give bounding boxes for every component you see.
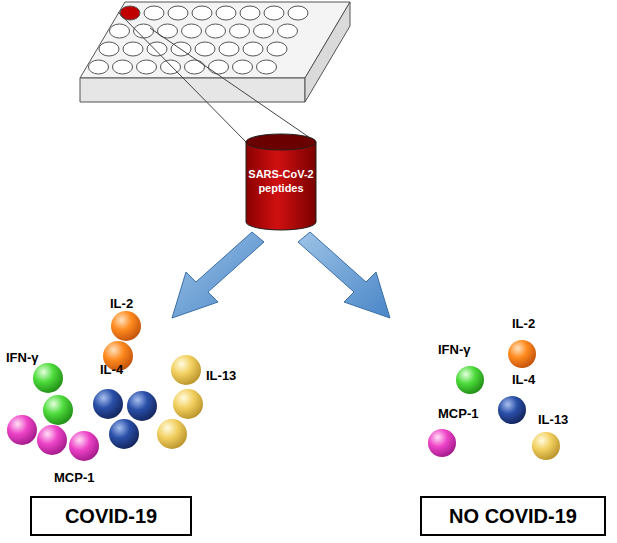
- well: [123, 42, 143, 56]
- cytokine-label: IL-13: [538, 412, 568, 427]
- zoom-line: [118, 12, 246, 142]
- cytokine-spheres: [7, 311, 203, 461]
- well: [216, 6, 236, 20]
- well: [113, 60, 133, 74]
- cytokine-label: MCP-1: [54, 470, 94, 485]
- well: [288, 6, 308, 20]
- cytokine-label: IL-2: [512, 316, 535, 331]
- node-text: NO COVID-19: [449, 505, 577, 528]
- well: [233, 60, 253, 74]
- well: [240, 6, 260, 20]
- cytokine-label: MCP-1: [438, 406, 478, 421]
- peptide-cup: [246, 134, 316, 230]
- node-text: COVID-19: [65, 505, 157, 528]
- well: [230, 24, 250, 38]
- well: [137, 60, 157, 74]
- well: [209, 60, 229, 74]
- well: [206, 24, 226, 38]
- well: [110, 24, 130, 38]
- zoom-line: [150, 28, 316, 142]
- well: [267, 42, 287, 56]
- well: [89, 60, 109, 74]
- well: [144, 6, 164, 20]
- cytokine-label: IFN-γ: [438, 342, 471, 357]
- outcome-box: NO COVID-19: [420, 496, 606, 536]
- well: [278, 24, 298, 38]
- block-arrow: [298, 232, 390, 318]
- well: [182, 24, 202, 38]
- peptide-cup-label: SARS-CoV-2 peptides: [248, 152, 314, 212]
- cytokine-label: IL-4: [512, 372, 535, 387]
- well: [185, 60, 205, 74]
- well: [195, 42, 215, 56]
- well: [158, 24, 178, 38]
- cytokine-label: IFN-γ: [6, 350, 39, 365]
- outcome-box: COVID-19: [30, 496, 192, 536]
- well: [254, 24, 274, 38]
- cytokine-label: IL-4: [100, 362, 123, 377]
- cytokine-label: IL-13: [206, 368, 236, 383]
- cytokine-spheres: [428, 340, 560, 460]
- well: [243, 42, 263, 56]
- well: [120, 6, 140, 20]
- well: [219, 42, 239, 56]
- block-arrow: [172, 232, 264, 318]
- cytokine-label: IL-2: [110, 296, 133, 311]
- node-text: SARS-CoV-2 peptides: [248, 168, 314, 196]
- well: [257, 60, 277, 74]
- well: [192, 6, 212, 20]
- well: [168, 6, 188, 20]
- well: [264, 6, 284, 20]
- well: [99, 42, 119, 56]
- well-plate: [80, 2, 350, 102]
